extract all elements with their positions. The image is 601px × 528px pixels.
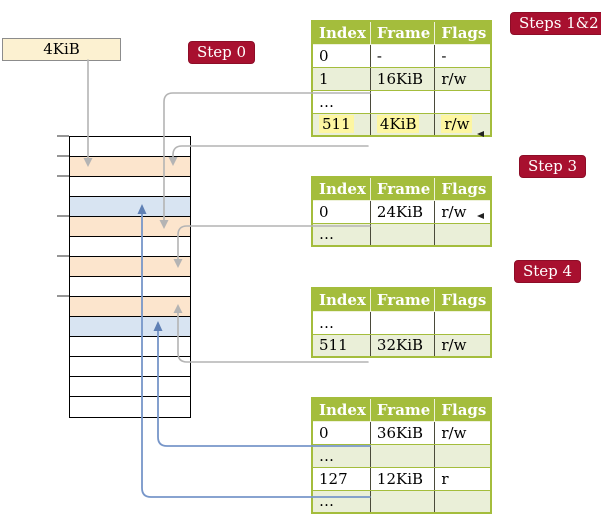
memory-row-0 [70, 137, 190, 157]
column-header-flags: Flags [434, 397, 492, 422]
table-header-row: Index Frame Flags [311, 20, 492, 45]
table-cell: r [434, 466, 492, 491]
table-cell: 0 [311, 199, 371, 224]
table-cell: … [311, 310, 371, 335]
table-cell [369, 222, 436, 247]
column-header-index: Index [311, 287, 371, 312]
badge-step0: Step 0 [188, 41, 256, 64]
column-header-index: Index [311, 176, 371, 201]
highlighted-value: 4KiB [376, 115, 420, 134]
table-cell [434, 222, 492, 247]
column-header-frame: Frame [369, 20, 436, 45]
badge-steps1and2: Steps 1&2 [510, 12, 601, 35]
table-cell [369, 310, 436, 335]
table-cell: … [311, 443, 371, 468]
memory-row-11 [70, 357, 190, 377]
table-cell: … [311, 222, 371, 247]
table-cell: 127 [311, 466, 371, 491]
table-cell: … [311, 89, 371, 114]
column-header-frame: Frame [369, 287, 436, 312]
page-table-level4: Index Frame Flags 0 - - 1 16KiB r/w … [311, 20, 493, 137]
page-table-level1: Index Frame Flags 0 36KiB r/w … 127 12Ki… [311, 397, 493, 514]
table-cell [434, 443, 492, 468]
memory-tick-marks [57, 135, 69, 297]
table-cell [369, 443, 436, 468]
column-header-index: Index [311, 397, 371, 422]
table-header-row: Index Frame Flags [311, 287, 492, 312]
table-cell: r/w [434, 112, 492, 137]
table-row: 1 16KiB r/w [311, 66, 492, 91]
table-cell: 1 [311, 66, 371, 91]
table-row: 0 36KiB r/w [311, 420, 492, 445]
table-cell [434, 310, 492, 335]
table-cell: 4KiB [369, 112, 436, 137]
table-row: … [311, 443, 492, 468]
table-cell: 0 [311, 43, 371, 68]
table-row-highlighted: 511 4KiB r/w [311, 112, 492, 137]
table-row: 0 24KiB r/w [311, 199, 492, 224]
table-row: … [311, 222, 492, 247]
table-row: … [311, 89, 492, 114]
memory-row-3-12kib [70, 197, 190, 217]
table-cell: 32KiB [369, 333, 436, 358]
table-header-row: Index Frame Flags [311, 176, 492, 201]
memory-row-7 [70, 277, 190, 297]
table-cell [369, 89, 436, 114]
memory-row-12 [70, 377, 190, 397]
column-header-flags: Flags [434, 287, 492, 312]
table-cell: r/w [434, 199, 492, 224]
badge-step4: Step 4 [514, 260, 582, 283]
table-cell [369, 489, 436, 514]
column-header-frame: Frame [369, 397, 436, 422]
memory-row-1-4kib [70, 157, 190, 177]
memory-row-2 [70, 177, 190, 197]
arrow-l4-index511-to-4kib-frame [172, 145, 369, 159]
table-cell: … [311, 489, 371, 514]
highlighted-value: r/w [441, 115, 473, 134]
table-cell [434, 89, 492, 114]
memory-row-8-32kib [70, 297, 190, 317]
highlighted-value: 511 [319, 115, 354, 134]
table-cell: 12KiB [369, 466, 436, 491]
table-cell: r/w [434, 66, 492, 91]
page-table-level3: Index Frame Flags 0 24KiB r/w … [311, 176, 493, 247]
table-row: … [311, 310, 492, 335]
column-header-flags: Flags [434, 176, 492, 201]
memory-row-6-24kib [70, 257, 190, 277]
table-cell: r/w [434, 420, 492, 445]
memory-row-9-36kib [70, 317, 190, 337]
memory-row-10 [70, 337, 190, 357]
memory-row-4-16kib [70, 217, 190, 237]
table-row: 127 12KiB r [311, 466, 492, 491]
badge-step3: Step 3 [519, 155, 587, 178]
table-cell: - [369, 43, 436, 68]
column-header-frame: Frame [369, 176, 436, 201]
table-cell [434, 489, 492, 514]
table-cell: 511 [311, 112, 371, 137]
table-cell: 16KiB [369, 66, 436, 91]
table-cell: 511 [311, 333, 371, 358]
memory-row-13 [70, 397, 190, 417]
page-size-box: 4KiB [2, 38, 121, 61]
physical-memory-column [69, 136, 191, 418]
table-row: … [311, 489, 492, 514]
table-cell: 36KiB [369, 420, 436, 445]
column-header-index: Index [311, 20, 371, 45]
table-cell: r/w [434, 333, 492, 358]
table-row: 0 - - [311, 43, 492, 68]
table-row: 511 32KiB r/w [311, 333, 492, 358]
table-cell: 0 [311, 420, 371, 445]
table-header-row: Index Frame Flags [311, 397, 492, 422]
table-cell: - [434, 43, 492, 68]
table-cell: 24KiB [369, 199, 436, 224]
memory-row-5 [70, 237, 190, 257]
column-header-flags: Flags [434, 20, 492, 45]
page-table-level2: Index Frame Flags … 511 32KiB r/w [311, 287, 493, 358]
